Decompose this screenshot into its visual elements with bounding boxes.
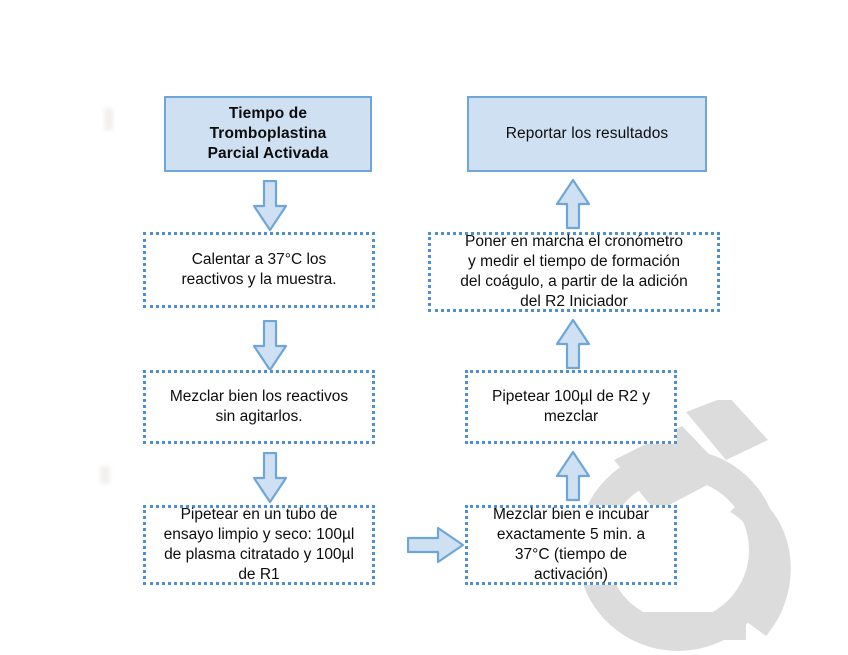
node-step4[interactable]: Mezclar bien e incubar exactamente 5 min… [465,505,677,585]
node-step2-label: Mezclar bien los reactivos sin agitarlos… [169,387,349,425]
arrow-step1-to-step2 [252,320,288,372]
node-step1[interactable]: Calentar a 37°C los reactivos y la muest… [143,232,375,308]
scan-artifact-top [104,108,113,130]
node-start[interactable]: Tiempo de Tromboplastina Parcial Activad… [164,96,372,172]
arrow-step4-to-step5 [555,450,591,502]
arrow-start-to-step1 [252,180,288,232]
node-step3-label: Pipetear en un tubo de ensayo limpio y s… [163,505,355,584]
arrow-step5-to-step6 [555,318,591,370]
node-step1-label: Calentar a 37°C los reactivos y la muest… [181,250,337,288]
node-step3[interactable]: Pipetear en un tubo de ensayo limpio y s… [143,505,375,585]
node-start-label: Tiempo de Tromboplastina Parcial Activad… [207,104,329,163]
arrow-step6-to-end [555,178,591,230]
node-end-label: Reportar los resultados [505,124,669,142]
node-step6[interactable]: Poner en marcha el cronómetro y medir el… [428,232,720,312]
arrow-step2-to-step3 [252,452,288,504]
node-step4-label: Mezclar bien e incubar exactamente 5 min… [493,505,649,584]
arrow-step3-to-step4 [407,526,465,564]
scan-artifact-bottom [100,466,110,484]
node-step5[interactable]: Pipetear 100µl de R2 y mezclar [465,370,677,444]
node-step6-label: Poner en marcha el cronómetro y medir el… [460,232,688,311]
node-step5-label: Pipetear 100µl de R2 y mezclar [492,387,650,425]
node-step2[interactable]: Mezclar bien los reactivos sin agitarlos… [143,370,375,444]
node-end[interactable]: Reportar los resultados [467,96,707,172]
